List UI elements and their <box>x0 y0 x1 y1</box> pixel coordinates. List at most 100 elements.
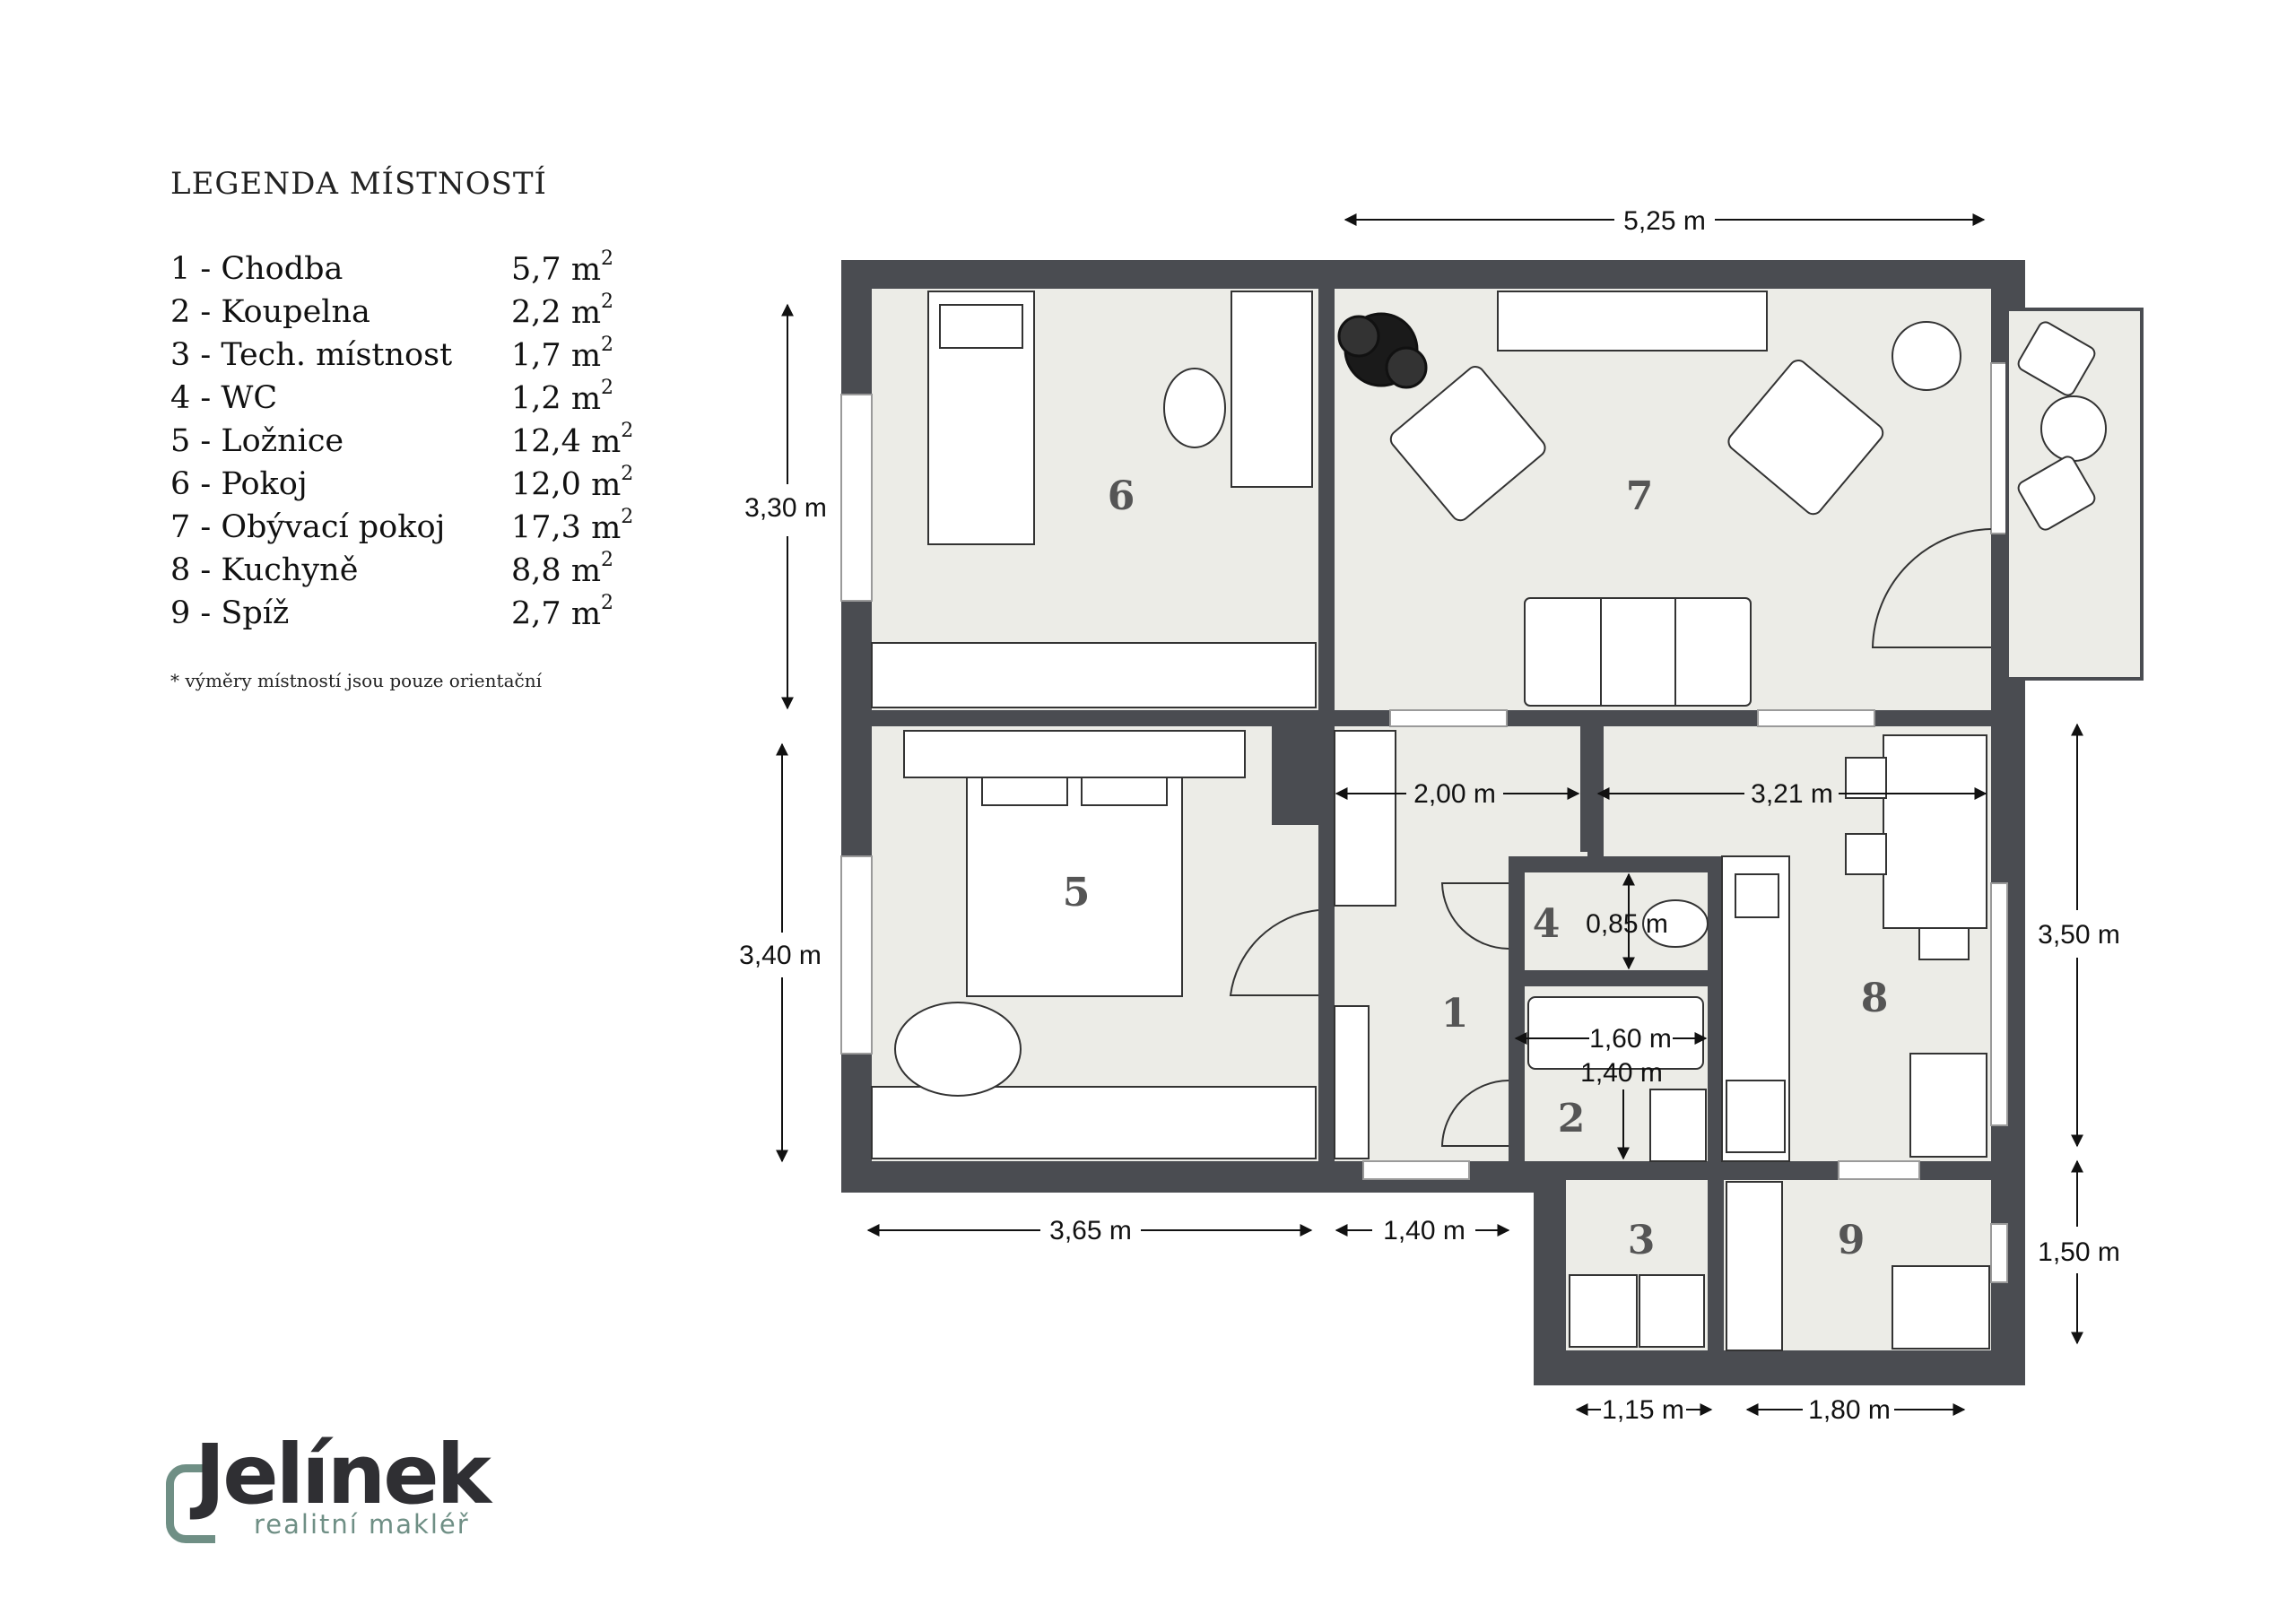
legend-unit-exponent: 2 <box>601 549 614 571</box>
dim-right-upper: 3,50 m <box>2038 920 2120 950</box>
legend-area-value: 12,4 <box>511 423 581 460</box>
legend-room-name: 1 - Chodba <box>170 251 344 287</box>
wall-tech-pantry <box>1708 1170 1724 1354</box>
dim-bath-height: 1,40 m <box>1580 1058 1663 1088</box>
wall-wc-bath <box>1525 970 1709 986</box>
armchair-right <box>1727 360 1884 516</box>
pantry-cabinet <box>1892 1265 1990 1350</box>
legend-room-area: 2,2 m2 <box>511 291 613 331</box>
wall-wc-right <box>1708 856 1724 1170</box>
legend-row: 7 - Obývací pokoj 17,3 m2 <box>170 506 726 552</box>
wash-basin <box>1649 1089 1707 1162</box>
legend-unit-text: m <box>570 294 602 331</box>
room-number-4: 4 <box>1533 901 1561 947</box>
legend-unit-exponent: 2 <box>621 506 634 528</box>
wall-wc-top <box>1509 856 1717 872</box>
legend-room-name: 3 - Tech. místnost <box>170 337 453 373</box>
legend-room-name: 7 - Obývací pokoj <box>170 509 446 545</box>
door-swing-room-5 <box>1229 909 1319 996</box>
legend-unit-exponent: 2 <box>621 420 634 442</box>
tv-unit <box>1497 291 1768 352</box>
legend-title: LEGENDA MÍSTNOSTÍ <box>170 166 547 202</box>
dimension-lines <box>776 213 2083 1416</box>
wall-column <box>1272 726 1318 825</box>
room-number-2: 2 <box>1558 1096 1586 1141</box>
legend-unit-text: m <box>570 552 602 589</box>
balcony <box>2005 308 2144 681</box>
legend-area-value: 8,8 <box>511 552 561 589</box>
legend-area-unit: m2 <box>591 420 633 460</box>
floor-hall-gap <box>1480 726 1587 870</box>
dim-right-lower: 1,50 m <box>2038 1237 2120 1267</box>
legend-row: 8 - Kuchyně 8,8 m2 <box>170 549 726 595</box>
plant-icon <box>1337 312 1428 389</box>
legend-room-area: 5,7 m2 <box>511 247 613 288</box>
floor-room-1b <box>1405 852 1510 1161</box>
door-swing-balcony <box>1871 528 1992 648</box>
legend-unit-text: m <box>591 466 622 503</box>
legend-area-value: 2,2 <box>511 294 561 331</box>
dining-chair-1 <box>1845 757 1887 799</box>
window-room-7 <box>1990 362 2008 534</box>
chair-room-6 <box>1163 368 1226 448</box>
legend-room-area: 1,7 m2 <box>511 334 613 374</box>
legend-area-unit: m2 <box>591 506 633 546</box>
door-7-8 <box>1757 709 1875 727</box>
legend-room-name: 6 - Pokoj <box>170 466 308 502</box>
legend-area-value: 17,3 <box>511 509 581 546</box>
wall-hall-kitchen <box>1580 726 1596 852</box>
legend-room-area: 2,7 m2 <box>511 592 613 632</box>
furniture <box>871 291 1990 1351</box>
room-number-3: 3 <box>1628 1218 1656 1263</box>
legend-unit-text: m <box>591 423 622 460</box>
kitchen-hob <box>1726 1080 1786 1153</box>
door-7-hall <box>1389 709 1508 727</box>
dim-top: 5,25 m <box>1623 206 1706 236</box>
legend-note: * výměry místností jsou pouze orientační <box>170 670 542 691</box>
sofa <box>1524 597 1752 707</box>
balcony-chair-1 <box>2017 321 2096 396</box>
legend-unit-exponent: 2 <box>621 463 634 485</box>
hall-closet <box>1334 1005 1370 1159</box>
tech-cabinet-left <box>1569 1274 1638 1348</box>
legend-room-area: 12,0 m2 <box>511 463 633 503</box>
pantry-shelf <box>1726 1181 1783 1351</box>
legend-unit-exponent: 2 <box>601 592 614 614</box>
wardrobe-room-6 <box>871 642 1317 708</box>
window-room-6 <box>840 394 873 602</box>
legend-room-name: 9 - Spíž <box>170 595 290 631</box>
legend-area-value: 12,0 <box>511 466 581 503</box>
dining-table <box>1883 734 1987 929</box>
shoe-cabinet <box>1334 730 1396 907</box>
legend-row: 9 - Spíž 2,7 m2 <box>170 592 726 638</box>
wc-toilet <box>1642 899 1709 948</box>
legend-room-area: 17,3 m2 <box>511 506 633 546</box>
legend-unit-text: m <box>570 595 602 632</box>
legend-area-unit: m2 <box>591 463 633 503</box>
legend-unit-exponent: 2 <box>601 247 614 270</box>
entrance-door <box>1362 1160 1470 1180</box>
legend-unit-text: m <box>570 337 602 374</box>
legend-area-unit: m2 <box>571 377 613 417</box>
room-number-8: 8 <box>1861 976 1889 1021</box>
door-swing-wc <box>1440 882 1509 950</box>
door-8-9 <box>1838 1160 1920 1180</box>
kitchen-sink <box>1735 873 1779 918</box>
desk-room-6 <box>1231 291 1313 488</box>
legend-room-name: 8 - Kuchyně <box>170 552 359 588</box>
room-number-9: 9 <box>1838 1218 1866 1263</box>
dim-bottom-mid: 1,40 m <box>1383 1216 1465 1245</box>
room-legend: LEGENDA MÍSTNOSTÍ 1 - Chodba 5,7 m2 2 - K… <box>170 166 726 691</box>
room-number-1: 1 <box>1441 991 1469 1037</box>
legend-area-unit: m2 <box>570 549 613 589</box>
legend-area-unit: m2 <box>570 291 613 331</box>
legend-area-unit: m2 <box>570 334 613 374</box>
armchair-left <box>1389 366 1546 522</box>
ceiling-fan <box>1892 321 1961 391</box>
legend-area-unit: m2 <box>570 592 613 632</box>
balcony-table <box>2040 395 2107 462</box>
